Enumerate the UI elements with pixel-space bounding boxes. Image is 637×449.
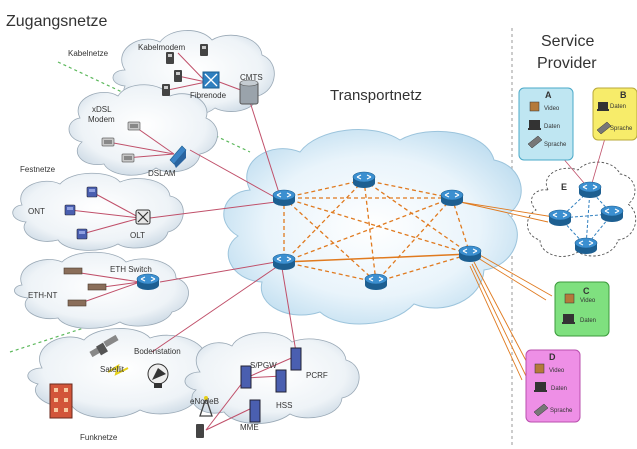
provider-e-router-2 [548,209,572,227]
ont-icon-1 [86,186,98,198]
olt-icon [135,209,151,225]
dslam-icon [169,145,187,168]
ont-icon-3 [76,228,88,240]
radio-networks-label: Funknetze [80,433,118,442]
access-networks-heading: Zugangsnetze [6,13,108,30]
ethernet-cloud [14,251,189,329]
provider-c-item-video: Video [580,298,596,304]
provider-e-letter: E [561,182,567,192]
cable-networks-label: Kabelnetze [68,49,109,58]
ont-icon-2 [64,204,76,216]
provider-a-box [518,87,574,161]
provider-a-item-video: Video [544,106,560,112]
eth-nt-label: ETH-NT [28,291,57,300]
provider-d-letter: D [549,352,556,362]
building-icon [49,383,73,419]
mme-icon [249,399,261,423]
cable-modem-icons [162,44,208,96]
olt-label: OLT [130,231,145,240]
enodeb-label: eNodeB [190,397,219,406]
provider-a-letter: A [545,90,552,100]
fibrenode-label: Fibrenode [190,91,227,100]
provider-b-item-voice: Sprache [610,126,633,132]
provider-links [459,201,561,381]
fixed-networks-label: Festnetze [20,165,56,174]
provider-e-router-3 [600,205,624,223]
cable-separator [57,61,251,153]
provider-e-cloud [527,161,637,257]
satellite-icon [89,334,119,358]
xdsl-modem-icon-1 [127,121,141,131]
fiber-cloud [12,172,184,251]
satellite-label: Satellit [100,365,125,374]
service-provider-heading-1: Service [541,33,594,50]
provider-e-router-4 [574,237,598,255]
ground-station-label: Bodenstation [134,347,181,356]
core-router-4 [272,253,296,271]
provider-c-letter: C [583,286,590,296]
cable-modem-label: Kabelmodem [138,43,185,52]
service-provider-heading-2: Provider [537,55,597,72]
core-router-3 [440,189,464,207]
transport-cloud [223,129,522,325]
hss-icon [290,347,302,371]
core-router-1 [272,189,296,207]
provider-a-item-voice: Sprache [544,142,567,148]
provider-e-router-1 [578,181,602,199]
mobile-cloud [184,332,360,424]
mobile-phone-icon [196,424,204,438]
dslam-label: DSLAM [148,169,176,178]
xdsl-label-2: Modem [88,115,115,124]
provider-d-item-voice: Sprache [550,408,573,414]
pcrf-label: PCRF [306,371,328,380]
spgw-icon [240,365,252,389]
fibrenode-icon [202,71,220,89]
transport-mesh [283,179,471,283]
satellite-link [107,363,129,376]
provider-b-box [592,87,637,141]
core-router-6 [458,245,482,263]
ground-station-icon [147,363,169,388]
ont-label: ONT [28,207,45,216]
xdsl-modem-icon-3 [121,153,135,163]
eth-switch-label: ETH Switch [110,265,152,274]
spgw-label: S/PGW [250,361,277,370]
provider-b-item-data: Daten [610,104,626,110]
pcrf-icon [275,369,287,393]
core-router-5 [364,273,388,291]
eth-nt-icons [63,267,107,307]
transport-network-heading: Transportnetz [330,87,422,104]
enodeb-icon [199,395,213,417]
xdsl-label-1: xDSL [92,105,112,114]
provider-d-item-video: Video [549,368,565,374]
provider-c-box [554,281,610,337]
eth-switch-icon [136,273,160,291]
hss-label: HSS [276,401,292,410]
provider-d-box [525,349,581,423]
provider-c-item-data: Daten [580,318,596,324]
mme-label: MME [240,423,259,432]
provider-a-item-data: Daten [544,124,560,130]
provider-b-letter: B [620,90,627,100]
transport-ring [283,253,471,263]
xdsl-modem-icon-2 [101,137,115,147]
cmts-label: CMTS [240,73,263,82]
cmts-icon [239,79,259,105]
core-router-2 [352,171,376,189]
provider-d-item-data: Daten [551,386,567,392]
